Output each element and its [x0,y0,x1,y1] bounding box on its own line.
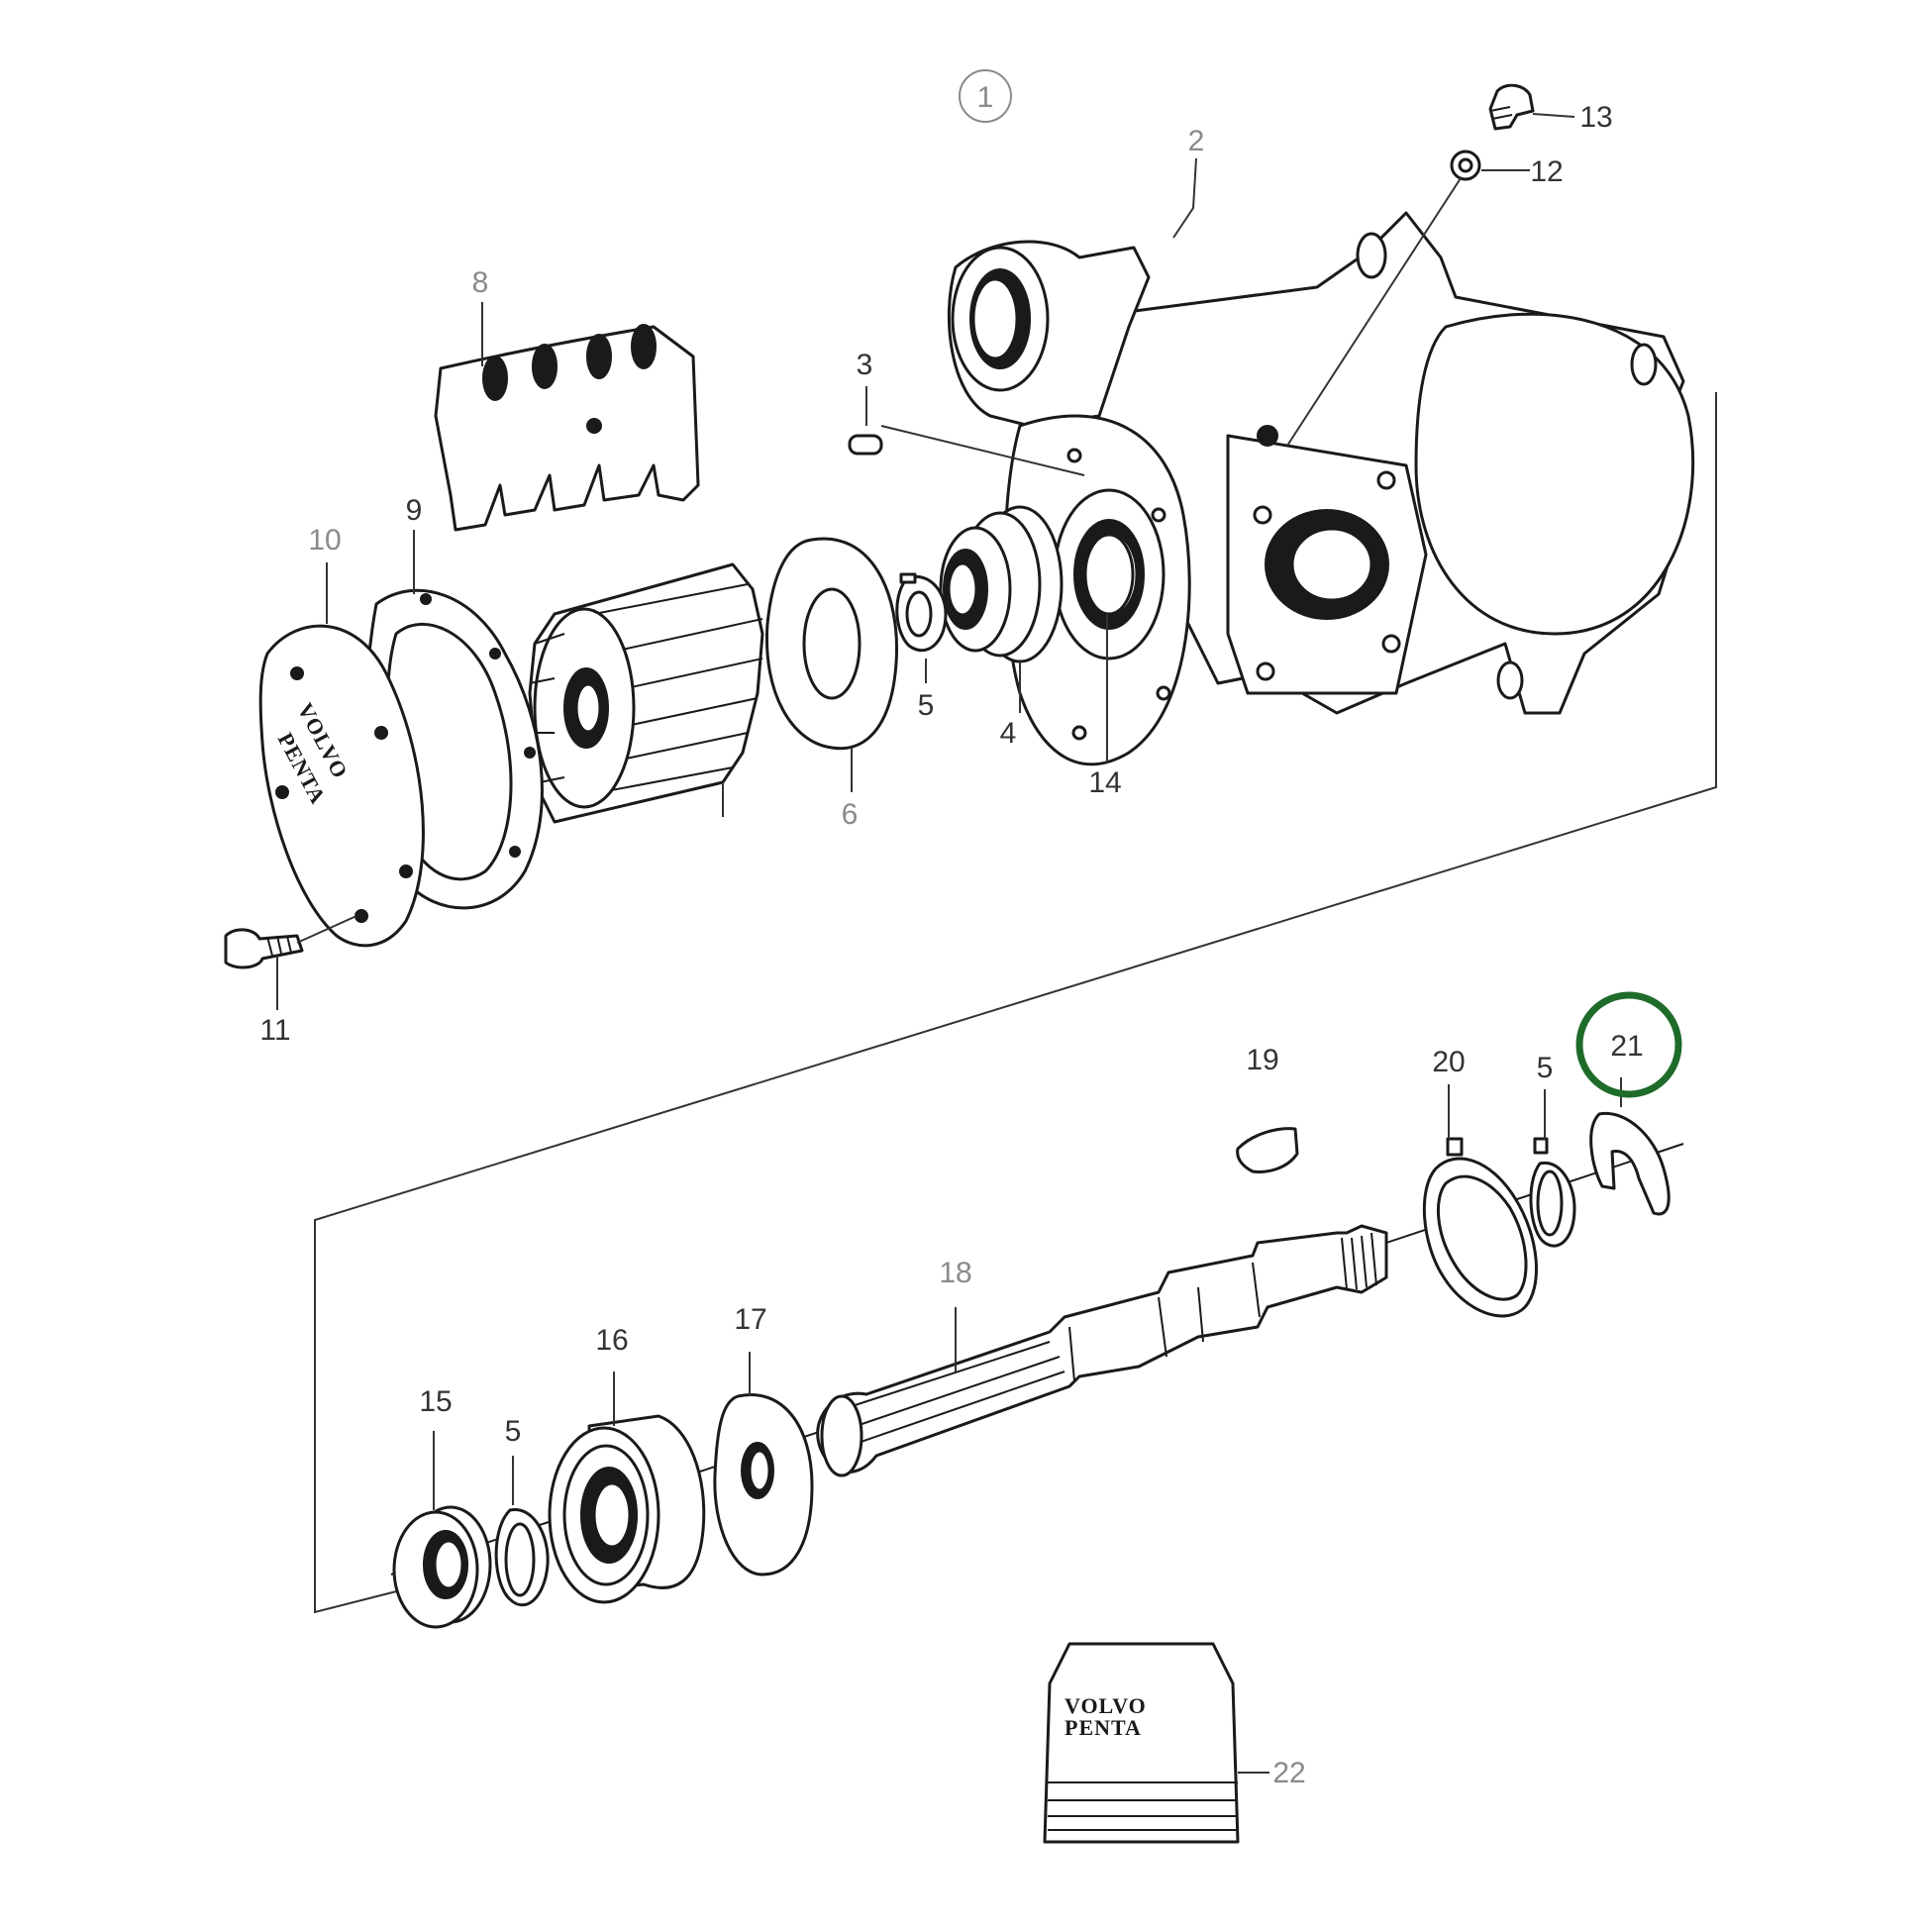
pump-housing[interactable] [947,211,1695,766]
callout-20: 20 [1432,1046,1465,1078]
callout-3: 3 [857,349,873,381]
circlip-upper[interactable] [895,572,948,653]
leader-12b [1286,177,1462,447]
leader-3b [880,425,1085,476]
callout-17: 17 [734,1303,766,1336]
shaft-seal-assembly[interactable] [939,505,1064,663]
woodruff-key[interactable] [1236,1127,1299,1173]
kit-brand-line-2: PENTA [1065,1715,1142,1740]
callout-1: 1 [977,81,994,114]
leader-2 [1172,157,1197,239]
sealing-ring[interactable] [1083,533,1135,616]
shaft-oil-seal[interactable] [392,1505,492,1629]
circlip-lower-right[interactable] [1529,1137,1576,1248]
dowel-pin[interactable] [848,434,883,456]
retaining-ring[interactable] [1422,1137,1538,1318]
callout-11: 11 [259,1014,290,1047]
cam[interactable] [434,324,700,532]
callout-14: 14 [1088,766,1121,799]
washer[interactable] [1450,150,1481,181]
callout-4: 4 [1000,717,1017,750]
leader-11b [296,915,357,944]
leader-13 [1532,113,1575,118]
callout-13: 13 [1579,101,1612,134]
callout-6: 6 [842,798,859,831]
pump-shaft[interactable] [816,1224,1388,1477]
circlip-lower-left[interactable] [494,1508,550,1607]
callout-22: 22 [1272,1757,1305,1789]
callout-5-upper: 5 [918,689,935,722]
wear-plate[interactable] [764,537,899,751]
callout-16: 16 [595,1324,628,1357]
group-frame [314,392,1717,1614]
callout-19: 19 [1246,1044,1278,1076]
callout-9: 9 [406,494,423,527]
callout-5-lower-right: 5 [1537,1052,1554,1084]
callout-8: 8 [472,266,489,299]
pump-cover[interactable]: VOLVO PENTA [258,624,425,948]
callout-21-highlight-ring [1575,991,1682,1098]
callout-15: 15 [419,1385,452,1418]
callout-21: 21 [1610,1030,1643,1063]
callout-18: 18 [939,1257,971,1289]
cover-screw[interactable] [224,928,304,969]
housing-screw[interactable] [1488,83,1535,131]
callout-5-lower-left: 5 [505,1415,522,1448]
kit-brand-line-1: VOLVO [1065,1693,1147,1718]
spacer-ring[interactable] [713,1393,814,1576]
ball-bearing[interactable] [548,1414,706,1604]
thrust-washer[interactable] [1589,1111,1671,1216]
callout-1-circle [959,69,1012,123]
callout-2: 2 [1188,125,1205,157]
impeller[interactable] [528,562,764,824]
gasket-kit[interactable]: VOLVO PENTA [1043,1642,1240,1844]
callout-10: 10 [308,524,341,557]
callout-12: 12 [1530,155,1563,188]
